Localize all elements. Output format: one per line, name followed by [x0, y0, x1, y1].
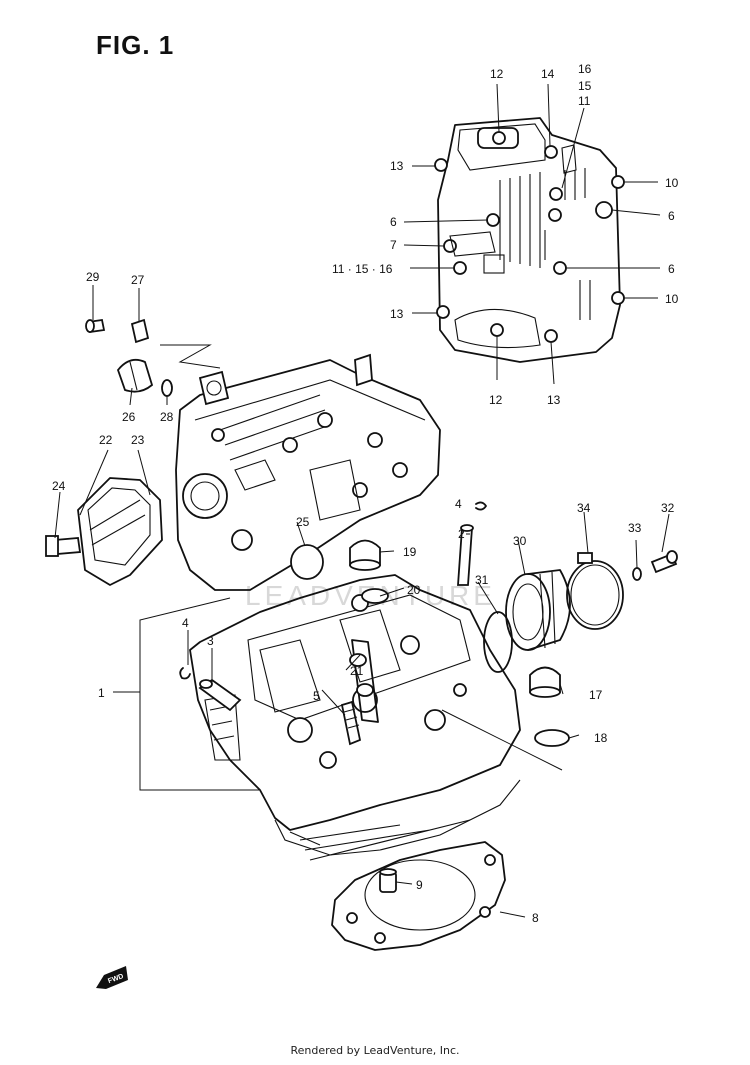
callout-29: 29 — [86, 270, 100, 284]
callout-11: 11 — [578, 94, 591, 108]
cover-bolt — [45, 535, 82, 557]
callout-18: 18 — [594, 731, 608, 745]
oil-seal — [290, 544, 324, 580]
leader-lines — [54, 83, 670, 918]
dowel-pin — [379, 868, 397, 893]
spark-plug — [340, 700, 362, 746]
callout-21: 21 — [350, 664, 364, 678]
callout-9: 9 — [416, 878, 423, 892]
callout-17: 17 — [589, 688, 603, 702]
callout-27: 27 — [131, 273, 145, 287]
callout-31: 31 — [475, 573, 489, 587]
callout-6b: 6 — [668, 209, 675, 223]
hose-clamp — [566, 552, 624, 630]
bracket-item-1 — [139, 597, 260, 791]
washer-20 — [361, 588, 389, 604]
callout-7: 7 — [390, 238, 397, 252]
callout-34: 34 — [577, 501, 591, 515]
footer-credit: Rendered by LeadVenture, Inc. — [290, 1044, 460, 1057]
callout-23: 23 — [131, 433, 145, 447]
callout-13a: 13 — [390, 159, 404, 173]
o-ring — [483, 611, 513, 673]
callout-10b: 10 — [665, 292, 679, 306]
callout-33: 33 — [628, 521, 642, 535]
cap-nut-19 — [349, 539, 381, 571]
callout-6c: 6 — [668, 262, 675, 276]
callout-19: 19 — [403, 545, 417, 559]
callout-13b: 13 — [390, 307, 404, 321]
cylinder-head-gasket — [331, 841, 506, 951]
callout-26: 26 — [122, 410, 136, 424]
callout-8: 8 — [532, 911, 539, 925]
callout-12b: 12 — [489, 393, 503, 407]
circlip-lower — [179, 667, 191, 680]
callout-2: 2 — [458, 527, 465, 541]
callout-1: 1 — [98, 686, 105, 700]
cylinder-head-cover — [434, 117, 625, 363]
callout-3: 3 — [207, 634, 214, 648]
tappet-cover — [77, 477, 163, 586]
plug — [116, 358, 154, 393]
callout-labels: 1 2 3 4 4 5 6 6 6 7 8 9 10 10 11 · 15 · … — [52, 62, 679, 925]
washer-33 — [632, 567, 642, 581]
callout-16: 16 — [578, 62, 592, 76]
callout-12a: 12 — [490, 67, 504, 81]
figure-title: FIG. 1 — [96, 30, 175, 60]
valve-guide — [457, 524, 474, 586]
callout-11-15-16: 11 · 15 · 16 — [332, 262, 393, 276]
clamp-screw — [650, 550, 678, 574]
cap-nut-17 — [529, 666, 561, 698]
fwd-arrow: FWD — [96, 966, 128, 989]
circlip-upper — [475, 501, 487, 511]
callout-4b: 4 — [182, 616, 189, 630]
callout-22: 22 — [99, 433, 113, 447]
callout-15: 15 — [578, 79, 592, 93]
callout-5: 5 — [313, 689, 320, 703]
intake-pipe — [505, 569, 571, 651]
washer-18 — [534, 729, 570, 747]
callout-10a: 10 — [665, 176, 679, 190]
plate-27 — [130, 318, 150, 344]
callout-6a: 6 — [390, 215, 397, 229]
callout-25: 25 — [296, 515, 310, 529]
camshaft-housing — [175, 353, 441, 591]
camshaft — [349, 639, 379, 723]
callout-4a: 4 — [455, 497, 462, 511]
callout-13c: 13 — [547, 393, 561, 407]
callout-32: 32 — [661, 501, 675, 515]
gasket-28 — [161, 379, 173, 397]
callout-20: 20 — [407, 583, 421, 597]
callout-30: 30 — [513, 534, 527, 548]
screw-29 — [85, 318, 106, 334]
callout-28: 28 — [160, 410, 174, 424]
valve-guide-exhaust — [198, 678, 242, 712]
callout-24: 24 — [52, 479, 66, 493]
callout-14: 14 — [541, 67, 555, 81]
